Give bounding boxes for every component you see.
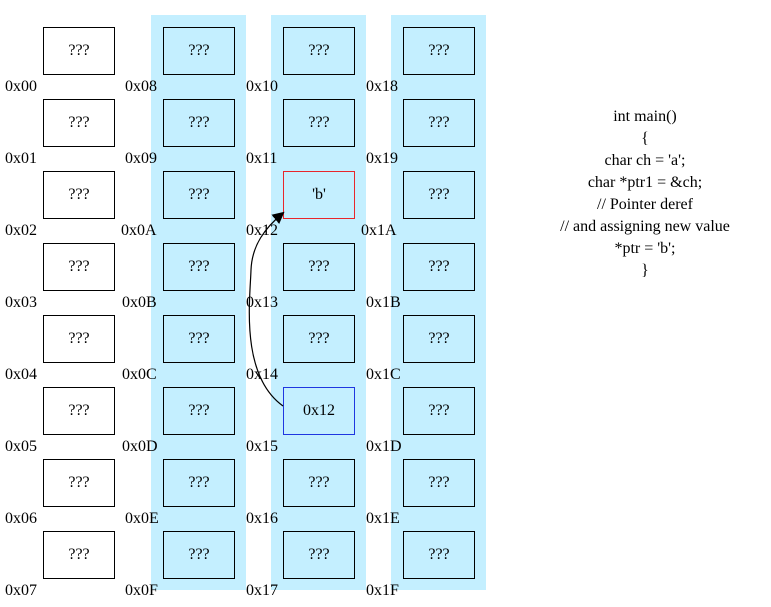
memory-cell: ???	[163, 243, 235, 291]
memory-cell: ???	[283, 531, 355, 579]
memory-address-label: 0x1C	[366, 366, 401, 383]
code-snippet: int main() { char ch = 'a'; char *ptr1 =…	[530, 106, 760, 282]
memory-cell: ???	[163, 531, 235, 579]
memory-cell: ???	[403, 531, 475, 579]
memory-cell: ???	[403, 243, 475, 291]
memory-address-label: 0x1F	[366, 582, 399, 599]
memory-cell: ???	[403, 171, 475, 219]
memory-cell: ???	[43, 171, 115, 219]
memory-cell: 0x12	[283, 387, 355, 435]
memory-cell: ???	[283, 315, 355, 363]
memory-address-label: 0x13	[246, 294, 278, 311]
code-line: int main()	[613, 108, 677, 125]
memory-cell: ???	[43, 315, 115, 363]
memory-column-band	[151, 15, 246, 590]
code-line: // and assigning new value	[560, 218, 730, 235]
memory-cell: ???	[43, 99, 115, 147]
memory-cell: ???	[403, 387, 475, 435]
memory-column-band	[271, 15, 366, 590]
memory-cell: ???	[43, 531, 115, 579]
memory-address-label: 0x0A	[121, 222, 157, 239]
memory-address-label: 0x1E	[366, 510, 400, 527]
memory-cell: ???	[283, 243, 355, 291]
memory-address-label: 0x1D	[366, 438, 402, 455]
memory-address-label: 0x12	[246, 222, 278, 239]
code-line: char *ptr1 = &ch;	[587, 174, 703, 191]
memory-cell: ???	[283, 27, 355, 75]
memory-address-label: 0x02	[5, 222, 37, 239]
memory-address-label: 0x19	[366, 150, 398, 167]
memory-address-label: 0x16	[246, 510, 278, 527]
memory-address-label: 0x06	[5, 510, 37, 527]
memory-address-label: 0x17	[246, 582, 278, 599]
memory-address-label: 0x15	[246, 438, 278, 455]
memory-cell: ???	[283, 99, 355, 147]
memory-cell: 'b'	[283, 171, 355, 219]
memory-cell: ???	[163, 459, 235, 507]
memory-address-label: 0x0B	[122, 294, 157, 311]
memory-cell: ???	[403, 99, 475, 147]
memory-address-label: 0x0C	[122, 366, 157, 383]
memory-cell: ???	[163, 99, 235, 147]
memory-cell: ???	[163, 27, 235, 75]
memory-cell: ???	[163, 315, 235, 363]
memory-address-label: 0x07	[5, 582, 37, 599]
code-line: *ptr = 'b';	[614, 240, 676, 257]
code-line: {	[641, 130, 649, 147]
memory-address-label: 0x09	[125, 150, 157, 167]
memory-cell: ???	[43, 27, 115, 75]
memory-cell: ???	[283, 459, 355, 507]
memory-cell: ???	[403, 315, 475, 363]
memory-cell: ???	[403, 459, 475, 507]
memory-cell: ???	[163, 171, 235, 219]
memory-address-label: 0x05	[5, 438, 37, 455]
memory-cell: ???	[43, 387, 115, 435]
memory-address-label: 0x14	[246, 366, 278, 383]
memory-address-label: 0x0E	[125, 510, 159, 527]
memory-address-label: 0x00	[5, 78, 37, 95]
memory-address-label: 0x0D	[122, 438, 158, 455]
code-line: char ch = 'a';	[604, 152, 686, 169]
code-line: }	[641, 262, 649, 279]
memory-address-label: 0x18	[366, 78, 398, 95]
memory-address-label: 0x11	[246, 150, 278, 167]
memory-address-label: 0x03	[5, 294, 37, 311]
memory-address-label: 0x04	[5, 366, 37, 383]
memory-address-label: 0x0F	[125, 582, 158, 599]
code-line: // Pointer deref	[597, 196, 693, 213]
memory-address-label: 0x01	[5, 150, 37, 167]
memory-cell: ???	[163, 387, 235, 435]
memory-cell: ???	[43, 459, 115, 507]
memory-column-band	[391, 15, 486, 590]
memory-address-label: 0x1A	[361, 222, 397, 239]
memory-cell: ???	[43, 243, 115, 291]
memory-cell: ???	[403, 27, 475, 75]
memory-address-label: 0x10	[246, 78, 278, 95]
memory-address-label: 0x1B	[366, 294, 401, 311]
memory-address-label: 0x08	[125, 78, 157, 95]
